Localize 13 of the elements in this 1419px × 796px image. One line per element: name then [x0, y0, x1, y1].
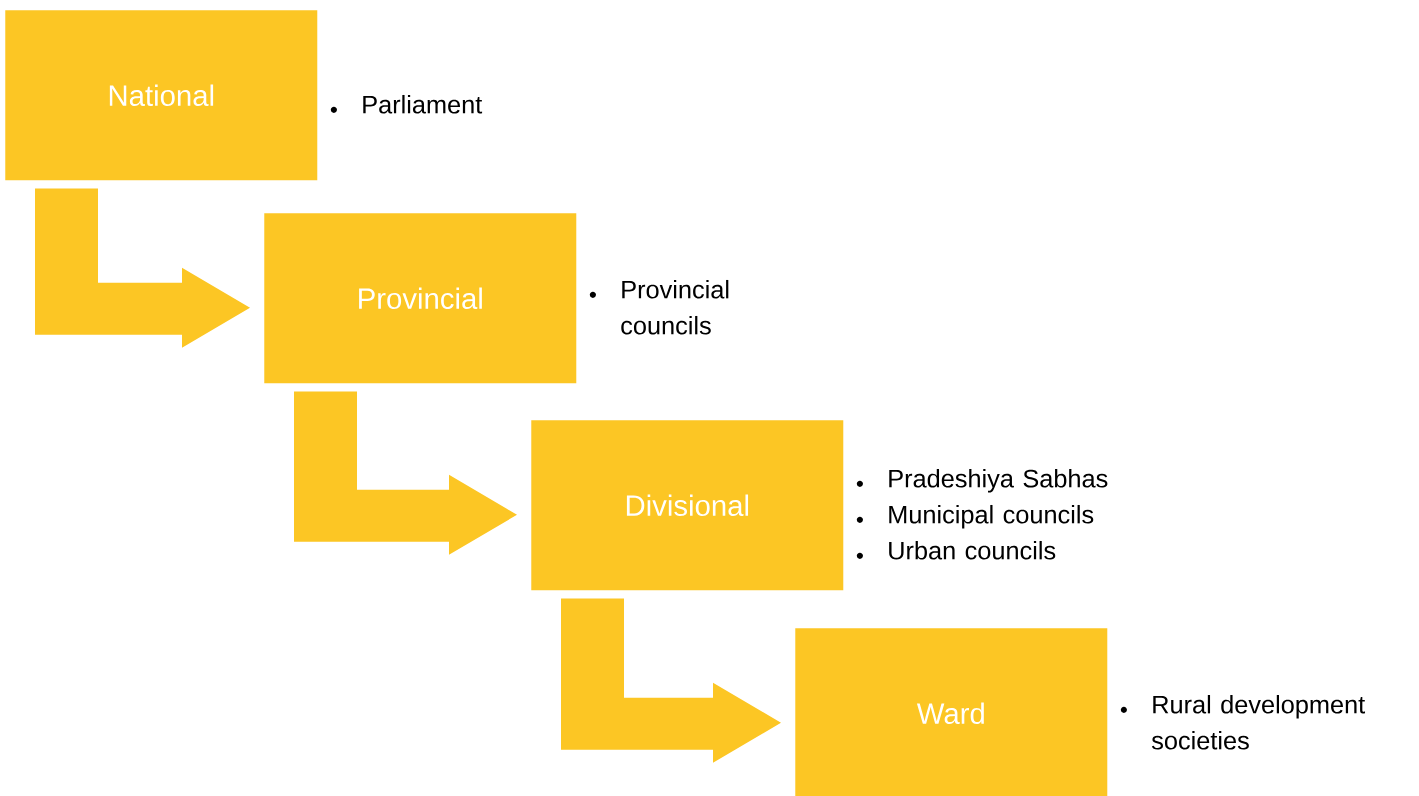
bullet-item: Urban councils: [889, 540, 1056, 560]
level-box: Divisional: [531, 420, 844, 591]
bent-arrow: [561, 598, 781, 763]
bullet-item: Rural development societies: [1151, 694, 1365, 750]
bent-arrow: [35, 188, 250, 348]
level-box: Ward: [795, 628, 1108, 796]
bent-arrow: [294, 391, 517, 555]
level-box: Provincial: [264, 213, 577, 384]
level-box: National: [5, 10, 318, 181]
bullet-item: Municipal councils: [889, 504, 1094, 529]
bullet-item: Parliament: [363, 94, 483, 114]
bullet-item: Provincial councils: [621, 279, 729, 335]
bullet-item: Pradeshiya Sabhas: [889, 468, 1108, 493]
